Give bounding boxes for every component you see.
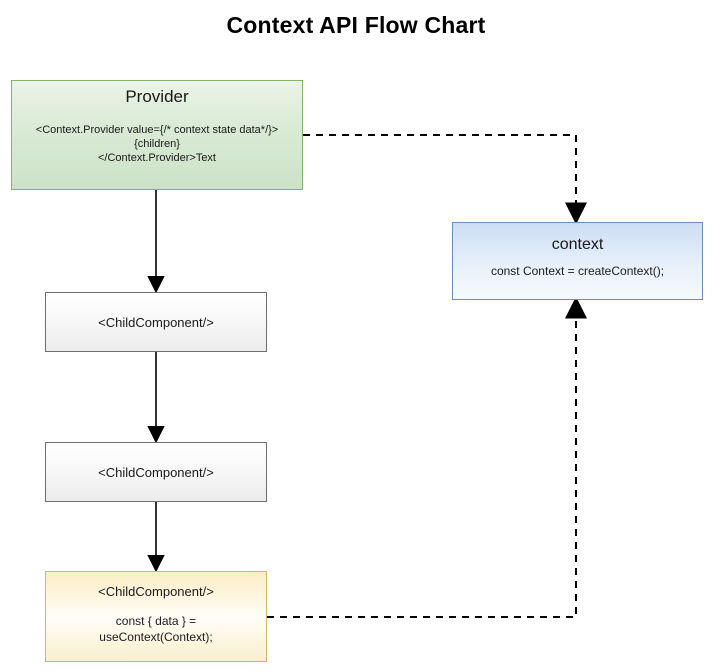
chart-title: Context API Flow Chart (226, 12, 486, 38)
consumer-to-context-dashed-arrow (267, 296, 587, 618)
context-node-code: const Context = createContext(); (490, 264, 665, 278)
provider-code-line: </Context.Provider>Text (97, 152, 216, 164)
consumer-code-line: const { data } = (115, 614, 197, 628)
context-node: context const Context = createContext(); (452, 222, 703, 300)
child-component-node-2: <ChildComponent/> (45, 442, 267, 502)
child-component-label: <ChildComponent/> (98, 464, 214, 480)
consumer-code-line: useContext(Context); (99, 630, 213, 644)
provider-code-line: {children} (134, 138, 180, 150)
provider-node-title: Provider (125, 87, 189, 106)
consumer-node-title: <ChildComponent/> (98, 584, 214, 599)
consumer-child-component-node: <ChildComponent/> const { data } = useCo… (45, 571, 267, 662)
consumer-node-code: const { data } = useContext(Context); (99, 613, 212, 645)
provider-to-context-dashed-arrow (303, 134, 587, 225)
provider-code-line: <Context.Provider value={/* context stat… (35, 124, 279, 136)
provider-node: Provider <Context.Provider value={/* con… (11, 80, 303, 190)
context-node-title: context (551, 236, 604, 253)
provider-node-code: <Context.Provider value={/* context stat… (36, 123, 278, 165)
child-component-label: <ChildComponent/> (98, 314, 214, 330)
child-component-node-1: <ChildComponent/> (45, 292, 267, 352)
